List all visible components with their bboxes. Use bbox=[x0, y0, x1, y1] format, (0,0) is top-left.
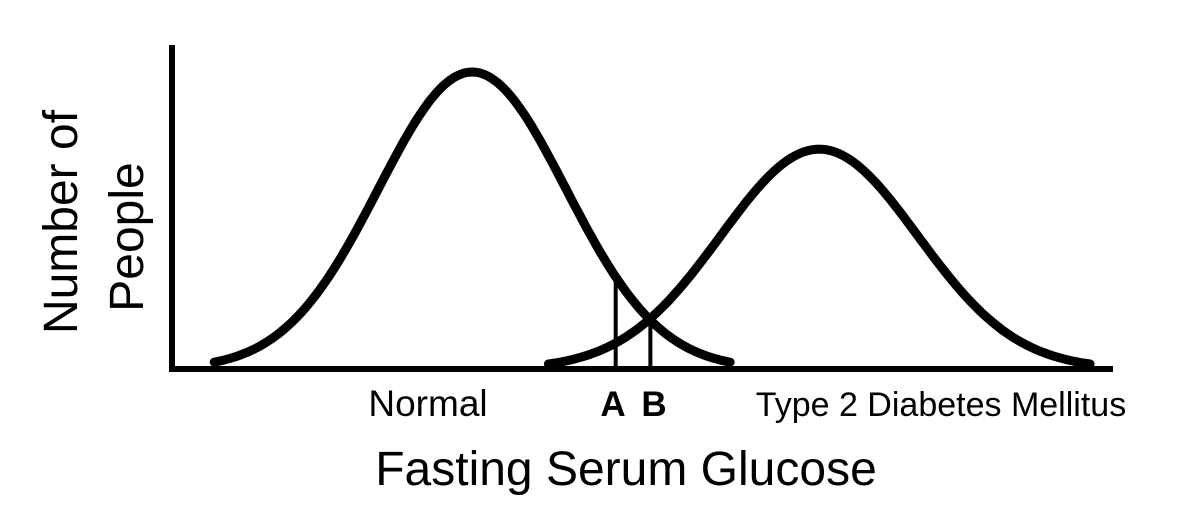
series-label-type2-diabetes: Type 2 Diabetes Mellitus bbox=[756, 386, 1126, 424]
curve-normal bbox=[209, 67, 735, 367]
curve-type2-diabetes bbox=[543, 144, 1095, 369]
marker-label-b: B bbox=[641, 385, 666, 424]
series-label-normal: Normal bbox=[368, 383, 487, 424]
curves-group bbox=[209, 67, 1095, 369]
axes bbox=[169, 45, 1113, 372]
x-axis-label: Fasting Serum Glucose bbox=[375, 443, 877, 496]
y-axis-label-line2: People bbox=[101, 162, 154, 311]
marker-label-a: A bbox=[600, 385, 625, 424]
markers-group bbox=[613, 276, 653, 369]
y-axis-label-line1: Number of bbox=[35, 109, 88, 334]
